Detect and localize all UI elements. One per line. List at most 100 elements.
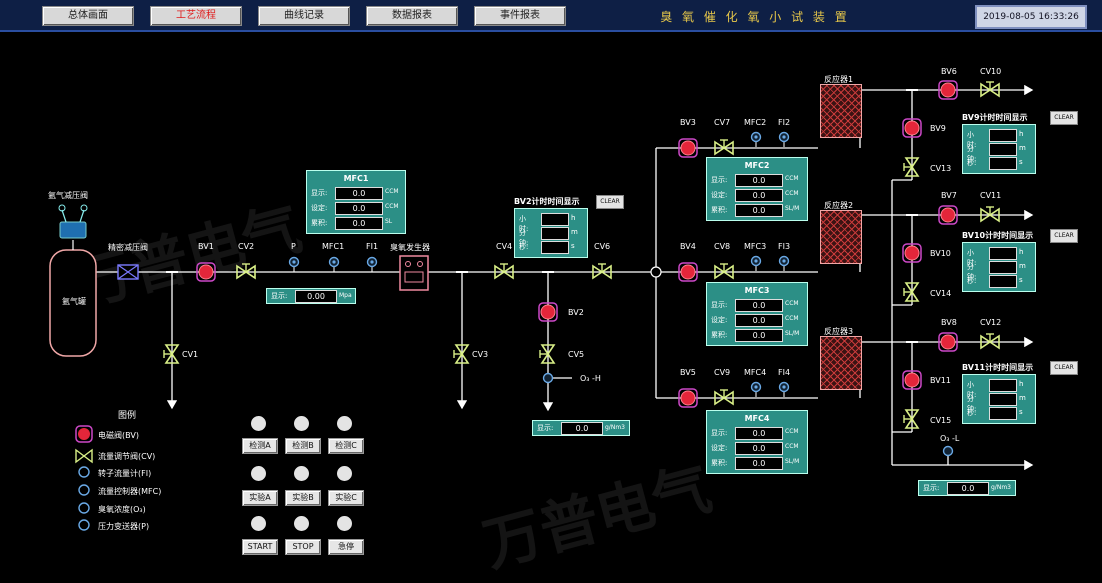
tag-cv7: CV7 (714, 118, 731, 127)
bv2-seconds-value (541, 241, 569, 254)
mfc3-total-unit: SL/M (785, 330, 800, 337)
legend-item-p: 压力变送器(P) (98, 522, 150, 531)
nav-report-button[interactable]: 数据报表 (366, 6, 458, 26)
precise-reducer-label: 精密减压阀 (108, 243, 148, 252)
tag-p: P (291, 242, 296, 251)
tag-cv3: CV3 (472, 350, 489, 359)
bv10-hours-value (989, 247, 1017, 260)
estop-lamp (337, 516, 352, 531)
bv2-seconds-unit: s (571, 242, 575, 250)
mfc4-total-unit: SL/M (785, 458, 800, 465)
legend-icons (75, 425, 93, 531)
nav-event-button[interactable]: 事件报表 (474, 6, 566, 26)
bv11-timer-clear-button[interactable]: CLEAR (1050, 361, 1078, 375)
mfc1-setpoint-input[interactable]: 0.0 (335, 202, 383, 215)
emergency-stop-button[interactable]: 急停 (328, 539, 364, 555)
bv10-timer-panel: 小时:h 分钟:m 秒:s (962, 242, 1036, 292)
nav-curve-button[interactable]: 曲线记录 (258, 6, 350, 26)
reactor-2[interactable] (820, 210, 862, 264)
bv2-minutes-value (541, 227, 569, 240)
reactor-3[interactable] (820, 336, 862, 390)
mfc4-setpoint-input[interactable]: 0.0 (735, 442, 783, 455)
o3-high-indicator: 显示: 0.0 g/Nm3 (532, 420, 630, 436)
o3-low-unit: g/Nm3 (991, 484, 1011, 491)
bv10-timer-clear-button[interactable]: CLEAR (1050, 229, 1078, 243)
bv2-timer-clear-button[interactable]: CLEAR (596, 195, 624, 209)
detect-a-button[interactable]: 检测A (242, 438, 278, 454)
mfc3-display-label: 显示: (711, 301, 728, 309)
tag-bv6: BV6 (941, 67, 957, 76)
experiment-a-button[interactable]: 实验A (242, 490, 278, 506)
detect-c-button[interactable]: 检测C (328, 438, 364, 454)
start-lamp (251, 516, 266, 531)
bv11-minutes-value (989, 393, 1017, 406)
bv11-seconds-label: 秒: (967, 409, 977, 417)
tag-cv1: CV1 (182, 350, 199, 359)
mfc4-total-value: 0.0 (735, 457, 783, 470)
bv9-timer-panel: 小时:h 分钟:m 秒:s (962, 124, 1036, 174)
bv2-hours-value (541, 213, 569, 226)
bv11-timer-panel: 小时:h 分钟:m 秒:s (962, 374, 1036, 424)
experiment-c-button[interactable]: 实验C (328, 490, 364, 506)
legend-item-mfc: 流量控制器(MFC) (98, 487, 162, 496)
tag-cv14: CV14 (930, 289, 952, 298)
tag-cv11: CV11 (980, 191, 1002, 200)
bv9-minutes-value (989, 143, 1017, 156)
mfc4-panel-title: MFC4 (744, 414, 770, 423)
nav-process-button[interactable]: 工艺流程 (150, 6, 242, 26)
mfc1-display-label: 显示: (311, 189, 328, 197)
tag-cv5: CV5 (568, 350, 585, 359)
legend-title: 图例 (118, 411, 137, 421)
stop-button[interactable]: STOP (285, 539, 321, 555)
pressure-label: 显示: (271, 292, 288, 300)
experiment-b-button[interactable]: 实验B (285, 490, 321, 506)
o3-low-label: O₃ -L (940, 434, 960, 443)
bv10-timer-title: BV10计时时间显示 (962, 231, 1034, 240)
bv10-hours-label: 小时: (967, 249, 977, 267)
mfc4-setpoint-unit: CCM (785, 443, 799, 450)
mfc1-total-value: 0.0 (335, 217, 383, 230)
datetime-display: 2019-08-05 16:33:26 (975, 5, 1087, 29)
mfc1-total-label: 累积: (311, 219, 328, 227)
mfc1-display-value: 0.0 (335, 187, 383, 200)
pressure-value: 0.00 (295, 290, 337, 303)
tag-bv2: BV2 (568, 308, 584, 317)
mfc2-total-unit: SL/M (785, 205, 800, 212)
bv2-hours-unit: h (571, 214, 576, 222)
legend-item-cv: 流量调节阀(CV) (98, 452, 156, 461)
tag-mfc1: MFC1 (322, 242, 345, 251)
mfc2-setpoint-input[interactable]: 0.0 (735, 189, 783, 202)
mfc2-display-value: 0.0 (735, 174, 783, 187)
nav-overview-button[interactable]: 总体画面 (42, 6, 134, 26)
tag-bv10: BV10 (930, 249, 951, 258)
detect-b-button[interactable]: 检测B (285, 438, 321, 454)
reactor-1[interactable] (820, 84, 862, 138)
bv11-minutes-unit: m (1019, 394, 1026, 402)
start-button[interactable]: START (242, 539, 278, 555)
bv9-hours-value (989, 129, 1017, 142)
bv9-hours-label: 小时: (967, 131, 977, 149)
mfc2-panel-title: MFC2 (744, 161, 770, 170)
detect-b-lamp (294, 416, 309, 431)
tag-mfc4: MFC4 (744, 368, 767, 377)
bv2-timer-title: BV2计时时间显示 (514, 197, 580, 206)
mfc3-setpoint-input[interactable]: 0.0 (735, 314, 783, 327)
bv9-timer-clear-button[interactable]: CLEAR (1050, 111, 1078, 125)
detect-c-lamp (337, 416, 352, 431)
mfc4-display-unit: CCM (785, 428, 799, 435)
mfc2-display-label: 显示: (711, 176, 728, 184)
tag-cv8: CV8 (714, 242, 731, 251)
app-title: 臭 氧 催 化 氧 小 试 装 置 (660, 10, 850, 24)
reactor-1-label: 反应器1 (824, 75, 854, 84)
mfc1-setpoint-unit: CCM (385, 203, 399, 210)
tag-bv1: BV1 (198, 242, 214, 251)
tag-bv4: BV4 (680, 242, 696, 251)
bv11-timer-title: BV11计时时间显示 (962, 363, 1034, 372)
bv10-minutes-label: 分钟: (967, 263, 977, 281)
legend-item-bv: 电磁阀(BV) (98, 431, 139, 440)
bv10-hours-unit: h (1019, 248, 1024, 256)
